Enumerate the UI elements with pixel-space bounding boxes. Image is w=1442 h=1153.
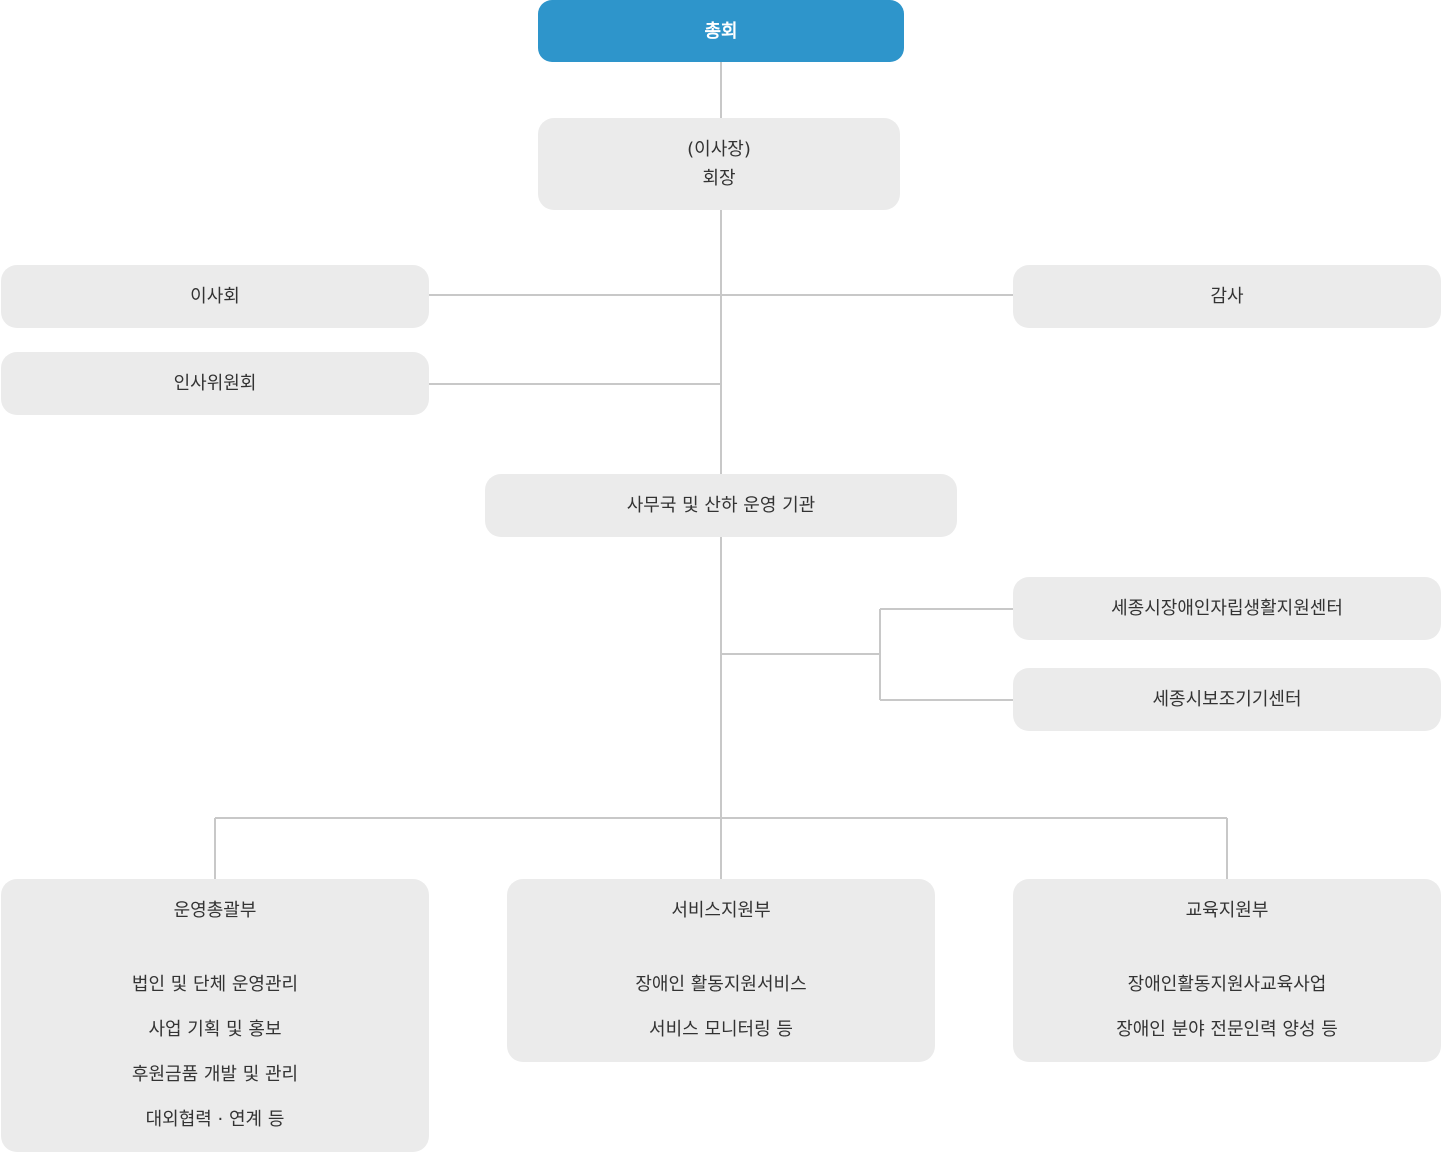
chairman-node: (이사장) 회장: [538, 118, 900, 210]
chairman-title-label: (이사장): [687, 139, 751, 160]
department-title: 교육지원부: [1185, 900, 1269, 921]
department-duty: 법인 및 단체 운영관리: [131, 974, 299, 995]
department-duty: 대외협력 · 연계 등: [145, 1109, 285, 1130]
department-node-operations: 운영총괄부 법인 및 단체 운영관리 사업 기획 및 홍보 후원금품 개발 및 …: [1, 879, 429, 1152]
auditor-label: 감사: [1210, 286, 1244, 307]
department-node-education: 교육지원부 장애인활동지원사교육사업 장애인 분야 전문인력 양성 등: [1013, 879, 1441, 1062]
affiliate-node: 세종시보조기기센터: [1013, 668, 1441, 731]
board-node: 이사회: [1, 265, 429, 328]
chairman-label: 회장: [702, 168, 736, 189]
department-duty: 장애인 활동지원서비스: [635, 974, 807, 995]
department-duty: 장애인 분야 전문인력 양성 등: [1116, 1019, 1338, 1040]
general-assembly-node: 총회: [538, 0, 904, 62]
general-assembly-label: 총회: [704, 20, 738, 42]
secretariat-label: 사무국 및 산하 운영 기관: [626, 495, 816, 516]
department-node-service: 서비스지원부 장애인 활동지원서비스 서비스 모니터링 등: [507, 879, 935, 1062]
department-duty: 장애인활동지원사교육사업: [1127, 974, 1327, 995]
personnel-committee-label: 인사위원회: [173, 373, 257, 394]
department-duty: 후원금품 개발 및 관리: [131, 1064, 299, 1085]
affiliate-label: 세종시보조기기센터: [1152, 689, 1302, 710]
secretariat-node: 사무국 및 산하 운영 기관: [485, 474, 957, 537]
affiliate-label: 세종시장애인자립생활지원센터: [1111, 598, 1343, 619]
department-duty: 서비스 모니터링 등: [649, 1019, 793, 1040]
auditor-node: 감사: [1013, 265, 1441, 328]
personnel-committee-node: 인사위원회: [1, 352, 429, 415]
affiliate-node: 세종시장애인자립생활지원센터: [1013, 577, 1441, 640]
board-label: 이사회: [190, 286, 240, 307]
department-title: 운영총괄부: [173, 900, 257, 921]
department-title: 서비스지원부: [671, 900, 771, 921]
department-duty: 사업 기획 및 홍보: [148, 1019, 282, 1040]
